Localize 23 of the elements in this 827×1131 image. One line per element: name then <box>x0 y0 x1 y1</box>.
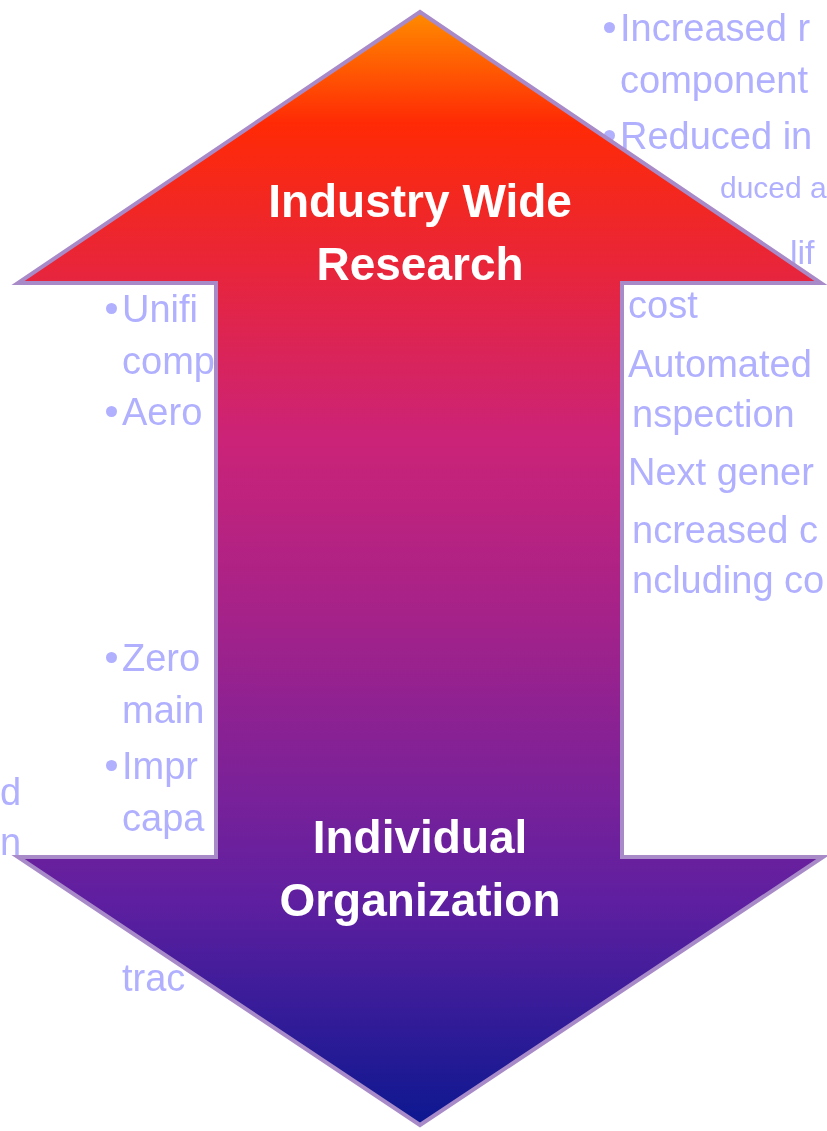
note-text: component <box>620 58 808 102</box>
note-text: duced a <box>720 170 827 206</box>
note-text: ncluding co <box>632 558 825 602</box>
note-text: Reduced in <box>620 114 813 158</box>
note-text: ncreased c <box>632 508 818 552</box>
note-text: trac <box>122 956 186 1000</box>
note-text: cost <box>628 283 698 327</box>
note-text: capa <box>122 796 205 840</box>
note-text: Zero <box>122 636 201 680</box>
note-text: Aero <box>122 390 203 434</box>
note-text: Next gener <box>628 450 814 494</box>
note-text: main <box>122 688 205 732</box>
note-text: d <box>0 770 22 814</box>
note-text: Increased r <box>620 6 811 50</box>
arrow-label: Individual Organization <box>278 810 562 928</box>
note-text: n <box>0 820 22 864</box>
note-text: lif <box>790 232 815 273</box>
arrow-label: Industry Wide Research <box>267 174 573 292</box>
note-text: Impr <box>122 744 198 788</box>
note-text: nspection <box>632 392 795 436</box>
note-text: Automated <box>628 342 812 386</box>
note-text: Unifi <box>122 287 199 331</box>
note-text: comp <box>122 339 215 383</box>
